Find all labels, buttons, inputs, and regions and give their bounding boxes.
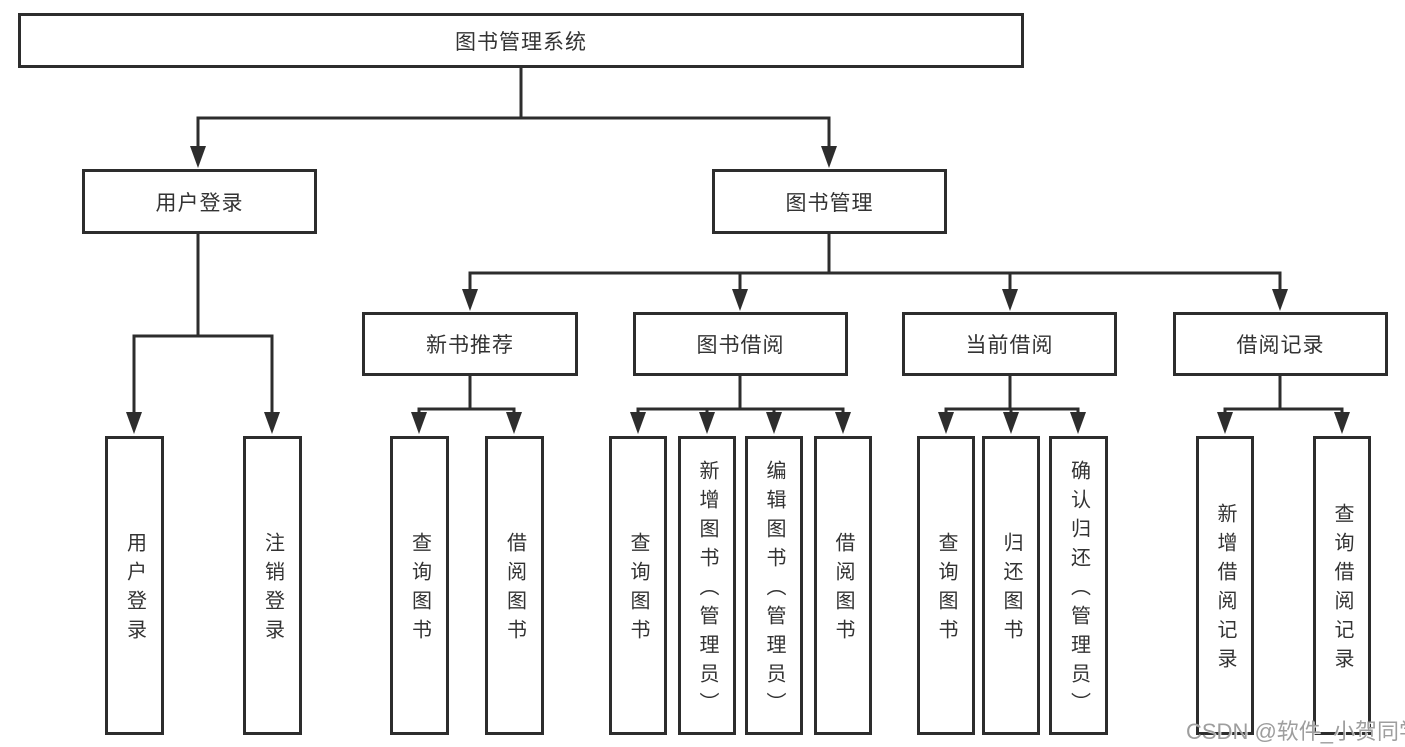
leaf-cb-confirm-return-admin-label: 确认归还（管理员）: [1067, 459, 1090, 721]
leaf-nb-query-book-label: 查询图书: [408, 532, 431, 648]
leaf-br-add-record: 新增借阅记录: [1196, 436, 1254, 735]
leaf-bb-query-book-label: 查询图书: [627, 532, 649, 648]
leaf-cb-confirm-return-admin: 确认归还（管理员）: [1049, 436, 1108, 735]
leaf-bb-query-book: 查询图书: [609, 436, 667, 735]
node-user-login-label: 用户登录: [155, 191, 244, 215]
leaf-br-query-record: 查询借阅记录: [1313, 436, 1371, 735]
leaf-cb-query-book: 查询图书: [917, 436, 975, 735]
leaf-bb-add-book-admin-label: 新增图书（管理员）: [696, 459, 718, 721]
node-library-system-label: 图书管理系统: [455, 30, 587, 54]
leaf-bb-add-book-admin: 新增图书（管理员）: [678, 436, 736, 735]
arrowheads: [126, 146, 1350, 434]
leaf-bb-edit-book-admin: 编辑图书（管理员）: [745, 436, 803, 735]
leaf-user-login: 用户登录: [105, 436, 164, 735]
node-new-book-recommend-label: 新书推荐: [426, 334, 514, 357]
node-current-borrow-label: 当前借阅: [965, 334, 1054, 357]
node-book-borrow-label: 图书借阅: [696, 334, 785, 357]
leaf-br-add-record-label: 新增借阅记录: [1214, 503, 1236, 677]
node-book-management: 图书管理: [712, 169, 947, 234]
node-borrow-records: 借阅记录: [1173, 312, 1388, 376]
node-user-login: 用户登录: [82, 169, 317, 234]
leaf-br-query-record-label: 查询借阅记录: [1331, 503, 1353, 677]
leaf-bb-borrow-book: 借阅图书: [814, 436, 872, 735]
csdn-watermark: CSDN @软件_小贺同学: [1186, 719, 1405, 744]
leaf-nb-query-book: 查询图书: [390, 436, 449, 735]
leaf-bb-edit-book-admin-label: 编辑图书（管理员）: [763, 459, 785, 721]
leaf-cb-return-book-label: 归还图书: [1000, 532, 1022, 648]
node-book-management-label: 图书管理: [785, 191, 874, 215]
node-current-borrow: 当前借阅: [902, 312, 1117, 376]
leaf-cb-query-book-label: 查询图书: [935, 532, 957, 648]
leaf-logout-label: 注销登录: [261, 532, 284, 648]
leaf-cb-return-book: 归还图书: [982, 436, 1040, 735]
node-book-borrow: 图书借阅: [633, 312, 848, 376]
leaf-bb-borrow-book-label: 借阅图书: [832, 532, 854, 648]
leaf-user-login-label: 用户登录: [123, 532, 146, 648]
leaf-nb-borrow-book: 借阅图书: [485, 436, 544, 735]
node-borrow-records-label: 借阅记录: [1236, 334, 1325, 357]
node-library-system: 图书管理系统: [18, 13, 1024, 68]
node-new-book-recommend: 新书推荐: [362, 312, 578, 376]
leaf-logout: 注销登录: [243, 436, 302, 735]
leaf-nb-borrow-book-label: 借阅图书: [503, 532, 526, 648]
